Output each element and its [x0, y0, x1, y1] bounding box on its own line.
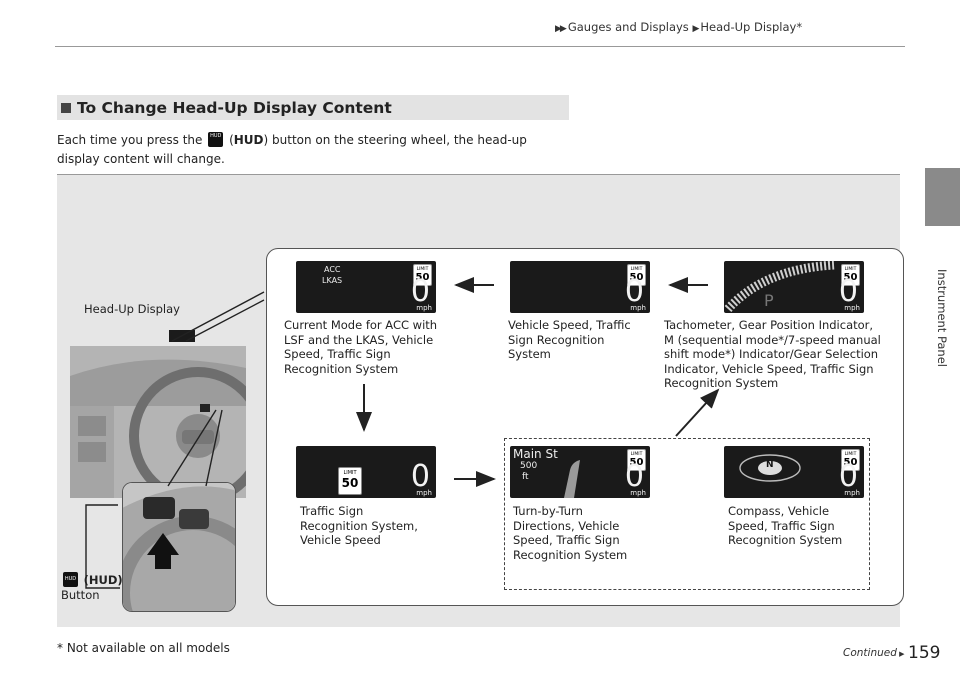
speed-unit: mph: [630, 489, 646, 497]
compass-icon: [739, 454, 801, 482]
compass-heading: N: [766, 460, 774, 470]
caption-tachometer: Tachometer, Gear Position Indicator,M (s…: [664, 318, 881, 390]
speed-readout: 0: [410, 274, 430, 309]
footnote: * Not available on all models: [57, 641, 230, 655]
acc-indicator: ACC: [324, 265, 341, 274]
chapter-tab: [925, 168, 960, 226]
speed-unit: mph: [844, 304, 860, 312]
breadcrumb-item: Gauges and Displays: [567, 20, 689, 34]
hud-screen-traffic-sign: LIMIT 50 0 mph: [296, 446, 436, 498]
speed-unit: mph: [630, 304, 646, 312]
speed-readout: 0: [838, 459, 858, 494]
street-name: Main St: [513, 447, 558, 461]
distance-unit: ft: [522, 472, 529, 482]
page-number: 159: [908, 643, 941, 663]
double-arrow-icon: ▶: [692, 24, 699, 34]
lkas-indicator: LKAS: [322, 276, 343, 285]
speed-unit: mph: [416, 489, 432, 497]
hud-button-icon: [63, 572, 78, 587]
intro-text: Each time you press the (HUD) button on …: [57, 127, 557, 169]
hud-label: Head-Up Display: [84, 302, 180, 316]
turn-distance: 500: [520, 461, 538, 471]
speed-unit: mph: [416, 304, 432, 312]
header-rule: [55, 46, 905, 47]
speed-readout: 0: [624, 274, 644, 309]
breadcrumb-item: Head-Up Display*: [700, 20, 803, 34]
speed-readout: 0: [624, 459, 644, 494]
optional-screens-group: [504, 438, 870, 590]
gear-indicator: P: [764, 291, 774, 310]
hud-button-icon: [208, 127, 224, 147]
large-limit-sign: LIMIT 50: [338, 467, 362, 495]
bullet-square-icon: [61, 102, 71, 113]
speed-unit: mph: [844, 489, 860, 497]
turn-arrow-icon: [564, 460, 580, 498]
hud-button-label: (HUD) Button: [61, 572, 123, 602]
steering-switch-illustration: [123, 483, 235, 611]
double-arrow-icon: ▶▶: [555, 24, 567, 34]
section-title: To Change Head-Up Display Content: [77, 98, 392, 117]
speed-readout: 0: [410, 459, 430, 494]
breadcrumb: ▶▶Gauges and Displays ▶Head-Up Display*: [555, 20, 802, 34]
speed-readout: 0: [838, 274, 858, 309]
section-heading: To Change Head-Up Display Content: [57, 95, 569, 120]
button-zoom-illustration: [122, 482, 236, 612]
continued-label: Continued ▶: [843, 647, 905, 659]
